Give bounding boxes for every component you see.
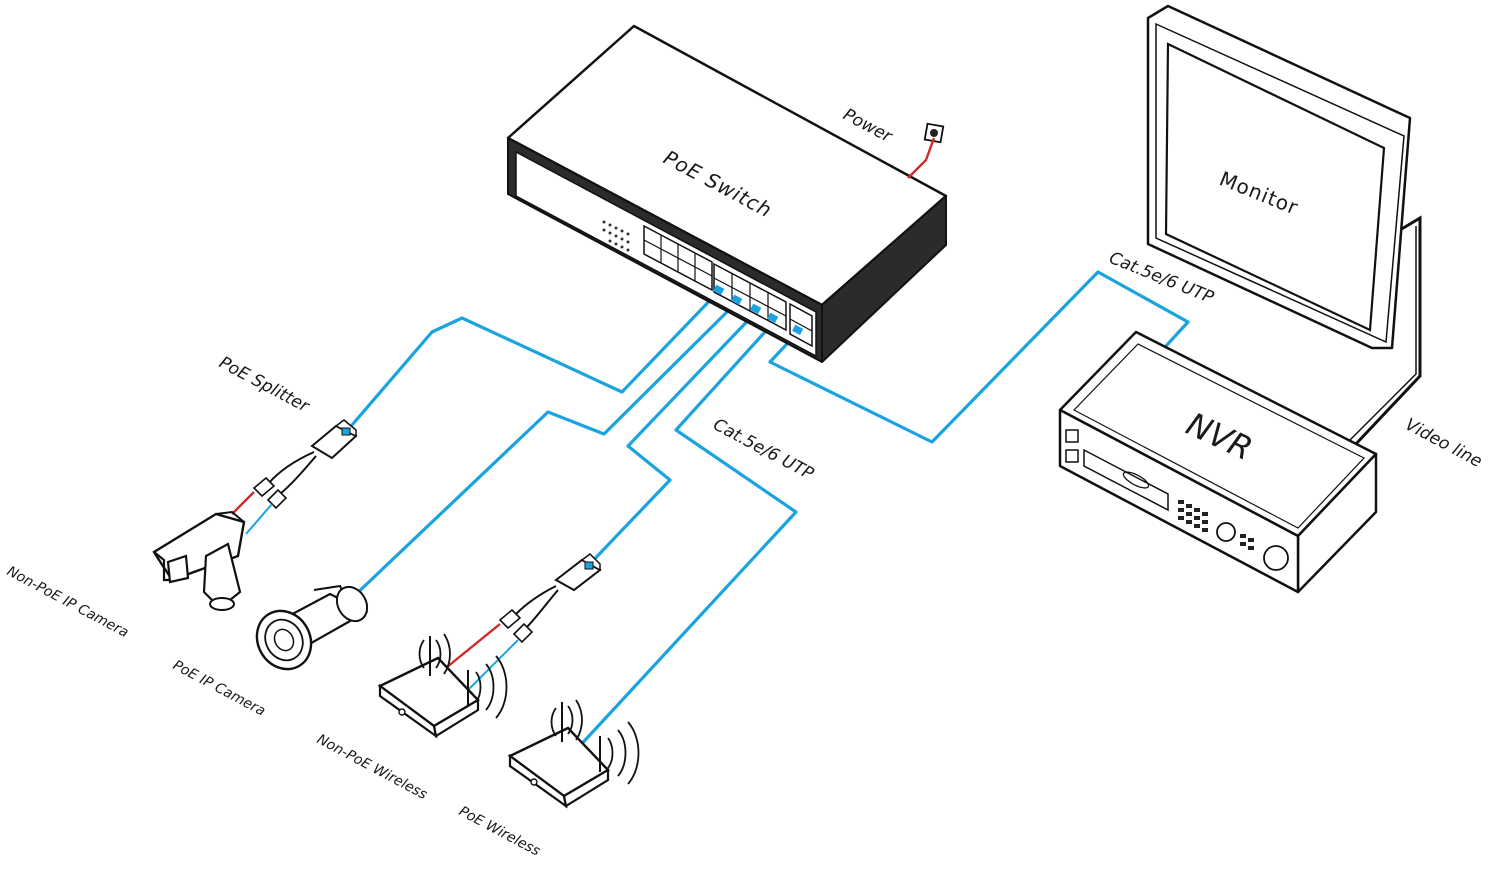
non-poe-wireless-router	[377, 633, 508, 739]
poe-switch: PoE Switch Power	[506, 24, 948, 363]
ethernet-cables	[344, 270, 1190, 752]
poe-ip-camera-label: PoE IP Camera	[170, 657, 268, 719]
poe-ip-camera	[255, 584, 369, 671]
non-poe-wireless-label: Non-PoE Wireless	[314, 731, 430, 803]
non-poe-ip-camera	[152, 510, 246, 611]
cable-to-camera-splitter	[344, 290, 720, 434]
non-poe-ip-camera-label: Non-PoE IP Camera	[4, 563, 131, 641]
router1-wifi-icon	[418, 633, 508, 719]
router2-wifi-icon	[550, 699, 640, 785]
cable-to-poe-camera	[350, 300, 739, 600]
poe-splitter-label: PoE Splitter	[216, 353, 313, 417]
nvr: NVR	[1058, 330, 1378, 594]
switch-vent-dots	[602, 220, 630, 252]
nvr-usb-port	[1065, 449, 1079, 463]
wireless-splitter	[435, 553, 602, 691]
monitor-screen	[1164, 42, 1386, 332]
cable-devices-label: Cat.5e/6 UTP	[710, 415, 818, 485]
power-label: Power	[840, 105, 896, 148]
splitter-port	[341, 427, 351, 436]
cable-to-nvr	[768, 270, 1190, 444]
video-line-label: Video line	[1402, 415, 1486, 472]
nvr-knob-large	[1263, 545, 1289, 571]
cable-to-poe-wireless	[574, 320, 798, 752]
splitter2-port	[584, 561, 594, 570]
nvr-knob-small	[1216, 522, 1236, 542]
monitor-stand	[1352, 215, 1422, 448]
nvr-button-grid	[1178, 500, 1254, 550]
poe-wireless-router	[507, 699, 640, 809]
cable-to-wireless-splitter	[584, 308, 760, 570]
poe-wireless-label: PoE Wireless	[456, 803, 543, 859]
switch-active-ports	[713, 284, 804, 335]
nvr-drive-bay	[1083, 448, 1169, 512]
monitor: Monitor	[1146, 4, 1422, 448]
power-plug-icon	[930, 129, 938, 137]
camera-splitter	[231, 419, 358, 535]
nvr-power-button	[1065, 429, 1079, 443]
power-cable	[907, 137, 936, 179]
